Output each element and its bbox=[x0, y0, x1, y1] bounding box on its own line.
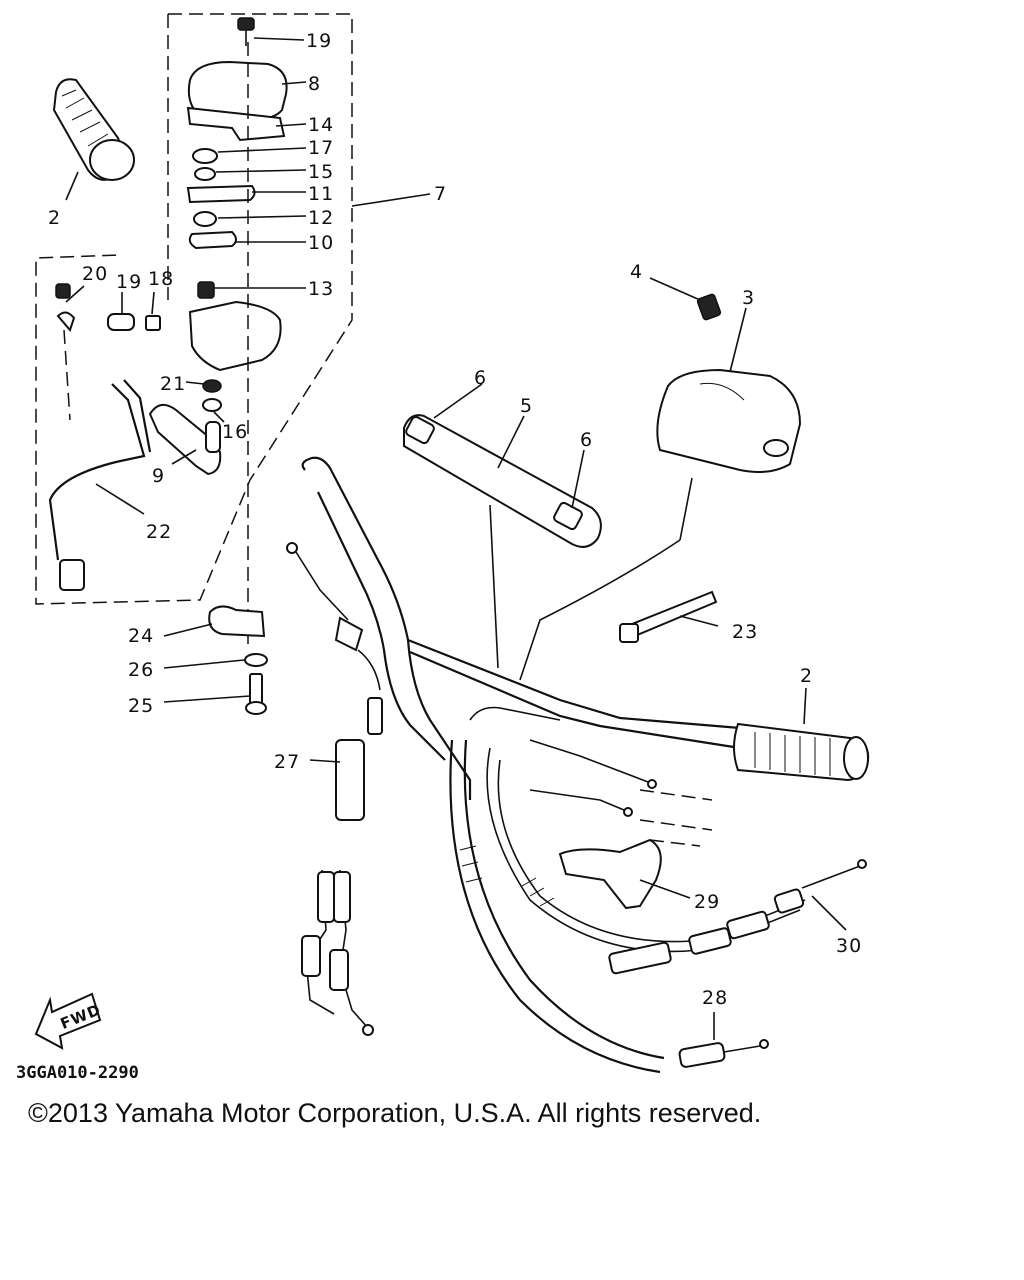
label-10: 10 bbox=[308, 232, 334, 254]
label-19: 19 bbox=[306, 30, 332, 52]
label-9: 9 bbox=[152, 465, 165, 487]
label-27: 27 bbox=[274, 751, 300, 773]
label-19b: 19 bbox=[116, 271, 142, 293]
right-grip bbox=[733, 722, 870, 782]
kill-switch-wire bbox=[48, 283, 152, 591]
label-28: 28 bbox=[702, 987, 728, 1009]
label-23: 23 bbox=[732, 621, 758, 643]
throttle-cable bbox=[286, 542, 383, 1036]
label-4: 4 bbox=[630, 261, 643, 283]
label-17: 17 bbox=[308, 137, 334, 159]
label-5: 5 bbox=[520, 395, 533, 417]
label-20: 20 bbox=[82, 263, 108, 285]
left-grip bbox=[52, 78, 135, 181]
label-25: 25 bbox=[128, 695, 154, 717]
parts-diagram: FWD 19 8 bbox=[16, 13, 870, 1080]
label-14: 14 bbox=[308, 114, 334, 136]
label-7: 7 bbox=[434, 183, 447, 205]
label-3: 3 bbox=[742, 287, 755, 309]
label-11: 11 bbox=[308, 183, 334, 205]
label-29: 29 bbox=[694, 891, 720, 913]
assembly-boxes bbox=[35, 13, 353, 605]
label-6-top: 6 bbox=[474, 367, 487, 389]
leader-lines bbox=[65, 37, 847, 1040]
right-side-parts bbox=[403, 293, 802, 681]
copyright-notice: ©2013 Yamaha Motor Corporation, U.S.A. A… bbox=[28, 1098, 762, 1128]
label-2-right: 2 bbox=[800, 665, 813, 687]
label-21: 21 bbox=[160, 373, 186, 395]
label-12: 12 bbox=[308, 207, 334, 229]
label-24: 24 bbox=[128, 625, 154, 647]
label-6-bottom: 6 bbox=[580, 429, 593, 451]
clamp-parts bbox=[208, 605, 268, 715]
brake-cables bbox=[449, 739, 867, 1074]
label-2-left: 2 bbox=[48, 207, 61, 229]
label-30: 30 bbox=[836, 935, 862, 957]
fwd-arrow: FWD bbox=[34, 992, 104, 1050]
label-16: 16 bbox=[222, 421, 248, 443]
label-26: 26 bbox=[128, 659, 154, 681]
switch-assembly bbox=[107, 17, 288, 650]
label-15: 15 bbox=[308, 161, 334, 183]
handlebar bbox=[301, 456, 741, 800]
part-labels: 19 8 14 17 15 11 12 10 7 13 2 20 19 18 2… bbox=[16, 30, 862, 1080]
label-18: 18 bbox=[148, 268, 174, 290]
label-13: 13 bbox=[308, 278, 334, 300]
drawing-code: 3GGA010-2290 bbox=[16, 1063, 139, 1080]
label-22: 22 bbox=[146, 521, 172, 543]
label-8: 8 bbox=[308, 73, 321, 95]
